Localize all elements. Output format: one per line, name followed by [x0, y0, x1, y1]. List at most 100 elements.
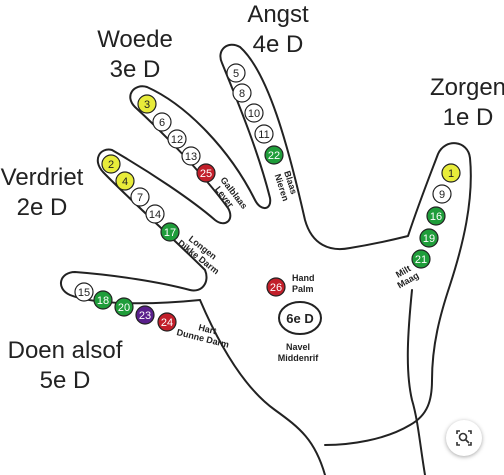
- point-20-label: 20: [118, 302, 130, 314]
- point-19-circle: [419, 228, 439, 248]
- svg-text:3e D: 3e D: [110, 56, 161, 83]
- point-10-label: 10: [248, 108, 260, 120]
- point-23-circle: [135, 305, 155, 325]
- svg-text:Zorgen: Zorgen: [430, 74, 504, 101]
- point-19-label: 19: [423, 233, 435, 245]
- point-1-circle: [441, 163, 461, 183]
- point-3-circle: [137, 94, 157, 114]
- point-14-circle: [145, 204, 165, 224]
- point-1-label: 1: [448, 168, 454, 180]
- svg-text:Verdriet: Verdriet: [1, 164, 84, 191]
- point-18-label: 18: [97, 295, 109, 307]
- point-2-label: 2: [108, 159, 114, 171]
- center-6e-d-ring: [278, 301, 322, 335]
- svg-text:Hart: Hart: [198, 322, 218, 336]
- point-12: 12: [167, 129, 187, 149]
- point-5: 5: [226, 63, 246, 83]
- point-24-circle: [157, 312, 177, 332]
- point-10-circle: [244, 103, 264, 123]
- wrist-line-left: [199, 299, 326, 475]
- point-20-circle: [114, 297, 134, 317]
- svg-text:Hand: Hand: [292, 273, 315, 283]
- point-13-label: 13: [185, 151, 197, 163]
- svg-text:Middenrif: Middenrif: [278, 353, 319, 363]
- label-woede: Woede 3e D: [97, 26, 173, 83]
- label-verdriet: Verdriet 2e D: [1, 164, 84, 221]
- label-doen-alsof: Doen alsof 5e D: [8, 337, 123, 394]
- point-1: 1: [441, 163, 461, 183]
- organ-hart-dunne-darm: Hart Dunne Darm: [176, 322, 230, 350]
- svg-text:Angst: Angst: [247, 1, 309, 28]
- point-14: 14: [145, 204, 165, 224]
- point-7-label: 7: [137, 192, 143, 204]
- organ-hand-palm: Hand Palm: [292, 273, 315, 294]
- point-16: 16: [426, 206, 446, 226]
- point-13-circle: [181, 146, 201, 166]
- point-9-label: 9: [439, 189, 445, 201]
- point-4-label: 4: [122, 176, 128, 188]
- point-8: 8: [232, 83, 252, 103]
- point-16-label: 16: [430, 211, 442, 223]
- point-26: 26: [266, 277, 286, 297]
- point-6-label: 6: [159, 117, 165, 129]
- label-zorgen: Zorgen 1e D: [430, 74, 504, 131]
- point-17: 17: [160, 222, 180, 242]
- point-8-circle: [232, 83, 252, 103]
- point-21-label: 21: [415, 254, 427, 266]
- point-2: 2: [101, 154, 121, 174]
- organ-blaas-nieren: Blaas Nieren: [273, 170, 299, 203]
- organ-longen-dikke-darm: Longen Dikke Darm: [176, 234, 221, 277]
- organ-navel-middenrif: Navel Middenrif: [278, 342, 319, 363]
- point-24-label: 24: [161, 317, 173, 329]
- point-20: 20: [114, 297, 134, 317]
- point-18: 18: [93, 290, 113, 310]
- point-17-circle: [160, 222, 180, 242]
- point-26-label: 26: [270, 282, 282, 294]
- svg-text:Doen alsof: Doen alsof: [8, 337, 123, 364]
- point-24: 24: [157, 312, 177, 332]
- point-23: 23: [135, 305, 155, 325]
- svg-text:5e D: 5e D: [40, 367, 91, 394]
- zoom-button[interactable]: [446, 420, 482, 456]
- point-21-circle: [411, 249, 431, 269]
- svg-text:Woede: Woede: [97, 26, 173, 53]
- point-22: 22: [264, 145, 284, 165]
- point-12-label: 12: [171, 134, 183, 146]
- point-10: 10: [244, 103, 264, 123]
- point-11: 11: [254, 124, 274, 144]
- point-3: 3: [137, 94, 157, 114]
- svg-text:Palm: Palm: [292, 284, 314, 294]
- hand-outline: [60, 43, 472, 446]
- acupoints-layer: 5810112236121325247141719161921151820232…: [74, 63, 461, 332]
- point-13: 13: [181, 146, 201, 166]
- point-15-circle: [74, 282, 94, 302]
- point-7-circle: [130, 187, 150, 207]
- point-16-circle: [426, 206, 446, 226]
- point-7: 7: [130, 187, 150, 207]
- point-19: 19: [419, 228, 439, 248]
- point-9: 9: [432, 184, 452, 204]
- svg-text:1e D: 1e D: [443, 104, 494, 131]
- svg-text:4e D: 4e D: [253, 31, 304, 58]
- wrist-line-right: [406, 289, 426, 475]
- point-5-circle: [226, 63, 246, 83]
- point-23-label: 23: [139, 310, 151, 322]
- point-22-circle: [264, 145, 284, 165]
- point-14-label: 14: [149, 209, 161, 221]
- point-26-circle: [266, 277, 286, 297]
- svg-text:2e D: 2e D: [17, 194, 68, 221]
- center-6e-d-label: 6e D: [286, 311, 313, 326]
- svg-text:Navel: Navel: [286, 342, 310, 352]
- point-11-label: 11: [258, 129, 269, 141]
- point-11-circle: [254, 124, 274, 144]
- point-25-label: 25: [200, 168, 212, 180]
- point-9-circle: [432, 184, 452, 204]
- point-2-circle: [101, 154, 121, 174]
- point-4-circle: [115, 171, 135, 191]
- point-15: 15: [74, 282, 94, 302]
- point-4: 4: [115, 171, 135, 191]
- label-angst: Angst 4e D: [247, 1, 309, 58]
- point-18-circle: [93, 290, 113, 310]
- point-6: 6: [152, 112, 172, 132]
